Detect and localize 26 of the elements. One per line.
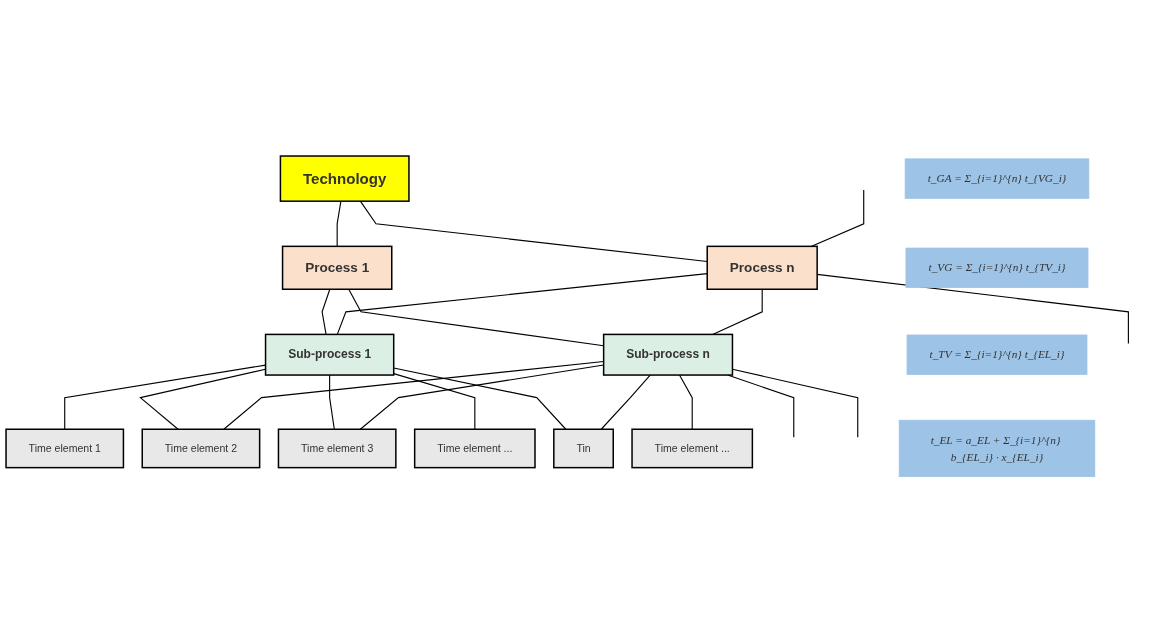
connector: [329, 374, 335, 430]
connector: [393, 373, 476, 430]
node-box: Time element ...: [413, 428, 536, 469]
node-box: Technology: [279, 155, 410, 203]
connector: [393, 367, 567, 430]
connector: [336, 273, 708, 336]
node-box: t_VG = Σ_{i=1}^{n} t_{TV_i}: [905, 247, 1089, 289]
node-box: Process 1: [281, 245, 393, 291]
connector: [359, 200, 708, 263]
node-box: Time element 3: [277, 428, 397, 469]
connector: [321, 288, 331, 336]
node-box: t_EL = a_EL + Σ_{i=1}^{n} b_{EL_i} · x_{EL_i}: [898, 420, 1096, 478]
node-box: t_TV = Σ_{i=1}^{n} t_{EL_i}: [906, 334, 1088, 376]
node-box: Process n: [706, 245, 818, 291]
connector: [600, 374, 651, 430]
node-box: Time element ...: [631, 428, 754, 469]
node-box: Tin: [553, 428, 614, 469]
connector: [712, 288, 763, 336]
connector: [811, 189, 865, 248]
node-box: Time element 2: [141, 428, 261, 469]
connector: [336, 200, 342, 248]
node-box: Time element 1: [5, 428, 125, 469]
connector: [678, 374, 693, 430]
node-box: t_GA = Σ_{i=1}^{n} t_{VG_i}: [904, 158, 1090, 199]
node-box: Sub-process 1: [264, 333, 395, 376]
node-box: Sub-process n: [602, 333, 734, 376]
